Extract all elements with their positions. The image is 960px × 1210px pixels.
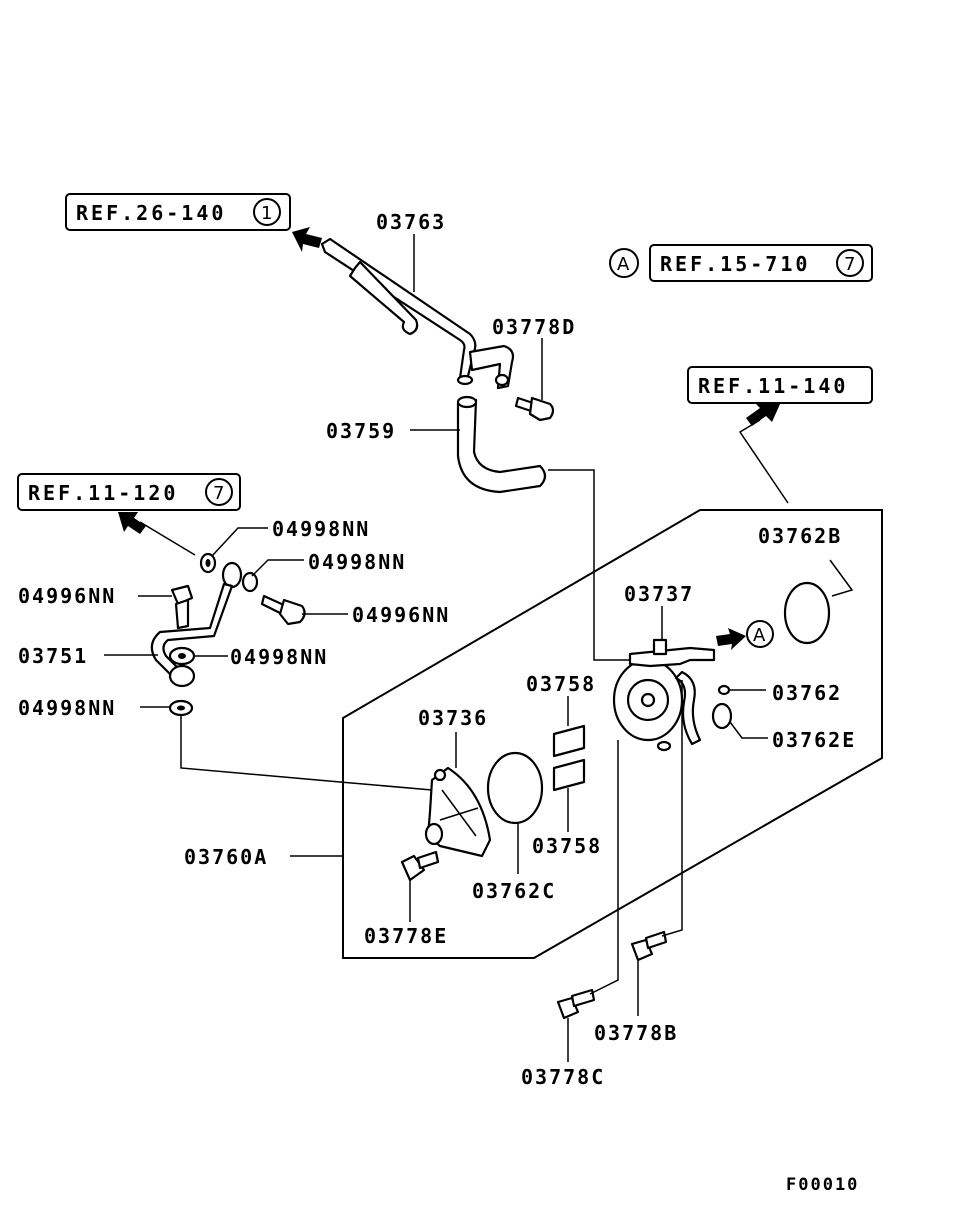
label-03762C: 03762C: [472, 879, 556, 903]
label-03778B: 03778B: [594, 1021, 678, 1045]
label-03759: 03759: [326, 419, 396, 443]
figure-id: F00010: [786, 1175, 859, 1195]
label-04998NN-2: 04998NN: [308, 550, 406, 574]
svg-text:REF.15-710: REF.15-710: [660, 252, 810, 276]
svg-text:7: 7: [213, 483, 224, 504]
label-03762: 03762: [772, 681, 842, 705]
label-03758-2: 03758: [532, 834, 602, 858]
bolt-04996NN-left: [170, 584, 194, 630]
cover-03736: [424, 766, 492, 858]
label-04996NN-2: 04996NN: [352, 603, 450, 627]
label-03736: 03736: [418, 706, 488, 730]
svg-text:REF.11-120: REF.11-120: [28, 481, 178, 505]
label-04998NN-1: 04998NN: [272, 517, 370, 541]
hose-03759: [456, 395, 547, 494]
pump-body-03737: [612, 638, 716, 752]
label-03751: 03751: [18, 644, 88, 668]
ref-box-11-120[interactable]: REF.11-120 7: [17, 473, 241, 511]
ref-box-26-140[interactable]: REF.26-140 1: [65, 193, 291, 231]
bolt-04996NN-right: [260, 594, 306, 626]
label-04998NN-3: 04998NN: [230, 645, 328, 669]
gasket-03762C: [486, 751, 544, 825]
gasket-03762B: [783, 581, 831, 645]
bolt-03778C: [556, 988, 596, 1020]
label-03778D: 03778D: [492, 315, 576, 339]
label-03760A: 03760A: [184, 845, 268, 869]
leader-lines: [104, 234, 854, 1062]
bolt-03778B: [630, 930, 668, 962]
label-03763: 03763: [376, 210, 446, 234]
svg-text:1: 1: [261, 203, 272, 224]
washer-04998NN-mid: [241, 571, 259, 593]
o-ring-03762: [717, 684, 731, 696]
label-03778C: 03778C: [521, 1065, 605, 1089]
svg-text:A: A: [617, 254, 630, 275]
pipe-03763: [320, 237, 515, 390]
bolt-03778D: [514, 396, 555, 422]
washer-04998NN-top: [199, 552, 217, 574]
svg-text:7: 7: [844, 254, 855, 275]
svg-text:REF.26-140: REF.26-140: [76, 201, 226, 225]
label-03758-1: 03758: [526, 672, 596, 696]
assembly-frame-03760A: [342, 509, 883, 959]
washer-04998NN-lower: [168, 646, 196, 666]
o-ring-03762E: [711, 702, 733, 730]
marker-a-ref: A: [609, 248, 639, 278]
label-04998NN-4: 04998NN: [18, 696, 116, 720]
ref-box-15-710[interactable]: REF.15-710 7: [649, 244, 873, 282]
arrow-to-ref-26-140: [292, 227, 322, 252]
bolt-03778E: [400, 850, 440, 882]
label-03778E: 03778E: [364, 924, 448, 948]
banjo-fitting-03751: [150, 561, 243, 688]
arrow-to-marker-a: A: [716, 620, 774, 650]
svg-text:REF.11-140: REF.11-140: [698, 374, 848, 398]
label-03737: 03737: [624, 582, 694, 606]
arrow-to-ref-11-120: [118, 512, 196, 556]
label-03762E: 03762E: [772, 728, 856, 752]
pad-03758-upper: [552, 724, 586, 758]
pad-03758-lower: [552, 758, 586, 792]
arrow-to-ref-11-140: [738, 403, 789, 504]
label-04996NN-1: 04996NN: [18, 584, 116, 608]
washer-04998NN-bottom: [168, 699, 194, 717]
svg-text:A: A: [753, 625, 766, 646]
ref-box-11-140[interactable]: REF.11-140: [687, 366, 873, 404]
label-03762B: 03762B: [758, 524, 842, 548]
